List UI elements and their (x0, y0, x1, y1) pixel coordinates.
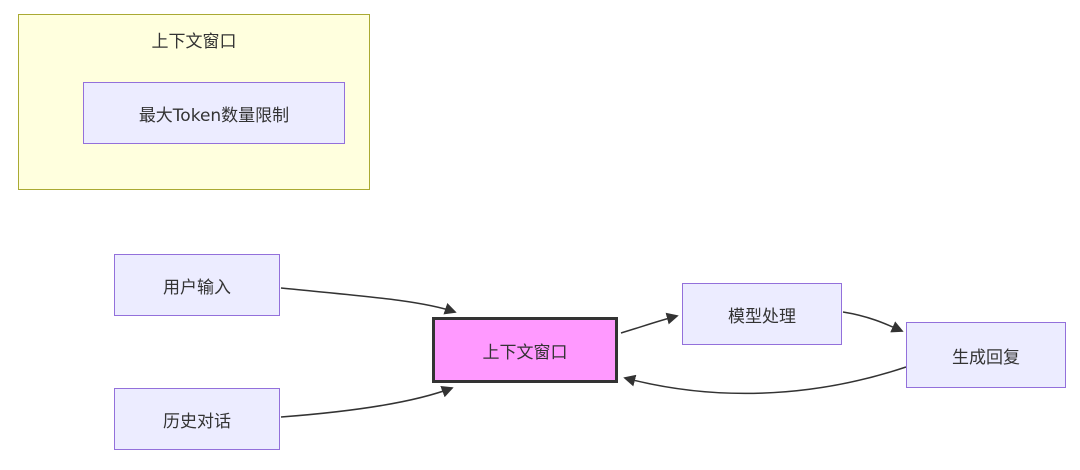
node-generate-reply: 生成回复 (906, 322, 1066, 388)
node-history-dialog: 历史对话 (114, 388, 280, 450)
edge-user-input-to-context (280, 287, 457, 315)
subgraph-title: 上下文窗口 (151, 32, 237, 52)
node-context-window: 上下文窗口 (432, 317, 618, 383)
edge-reply-to-context (623, 366, 907, 395)
edge-history-to-context (280, 386, 454, 418)
subgraph-context-window: 上下文窗口 最大Token数量限制 (18, 14, 370, 190)
node-user-input: 用户输入 (114, 254, 280, 316)
node-max-token-limit: 最大Token数量限制 (83, 82, 345, 144)
edge-model-to-reply (842, 311, 904, 333)
edge-context-to-model (620, 312, 679, 334)
node-model-processing: 模型处理 (682, 283, 842, 345)
